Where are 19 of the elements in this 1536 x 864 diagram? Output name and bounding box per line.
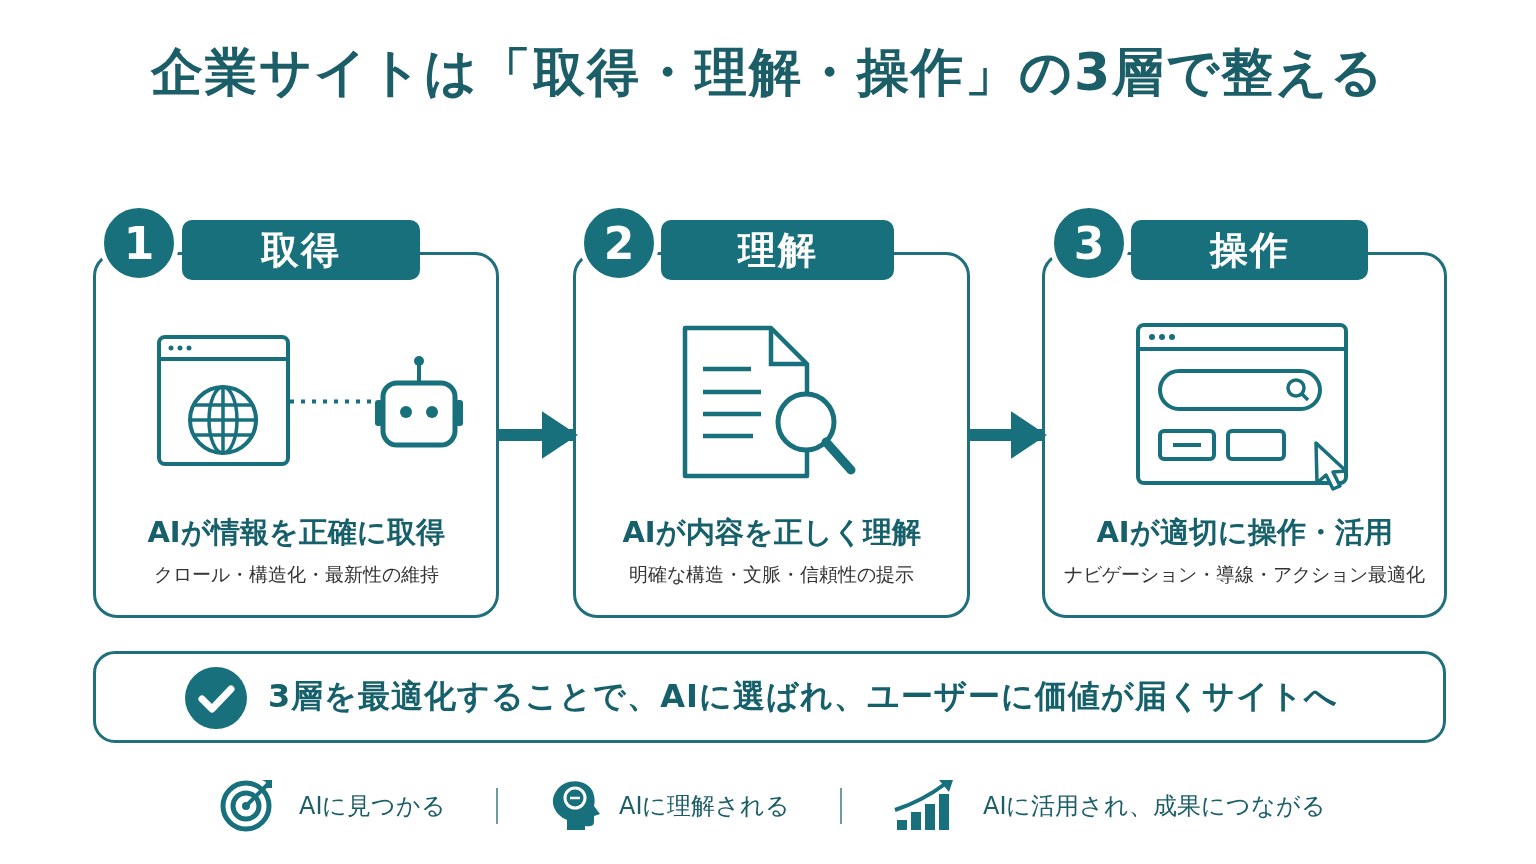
card-heading: AIが情報を正確に取得 — [146, 514, 446, 551]
card-description: ナビゲーション・導線・アクション最適化 — [1063, 562, 1426, 587]
card-description: 明確な構造・文脈・信頼性の提示 — [628, 562, 915, 587]
heading-tab: 理解 — [661, 220, 894, 280]
benefit-text: AIに見つかる — [299, 791, 447, 822]
benefit-text: AIに理解される — [619, 791, 791, 822]
arrow — [970, 411, 1047, 459]
benefit-text: AIに活用され、成果につながる — [983, 791, 1327, 822]
summary-text: 3層を最適化することで、AIに選ばれ、ユーザーに価値が届くサイトへ — [268, 676, 1338, 717]
summary-banner — [93, 651, 1446, 743]
title: 企業サイトは「取得・理解・操作」の3層で整える — [149, 41, 1387, 104]
card-heading: AIが内容を正しく理解 — [621, 514, 922, 551]
robot-drawing — [375, 355, 463, 448]
heading-tab: 操作 — [1131, 220, 1368, 280]
heading-tab: 取得 — [182, 220, 420, 280]
browser-window-drawing — [157, 335, 290, 466]
arrow — [499, 411, 578, 459]
card-description: クロール・構造化・最新性の維持 — [152, 562, 440, 587]
card-heading: AIが適切に操作・活用 — [1095, 514, 1394, 551]
